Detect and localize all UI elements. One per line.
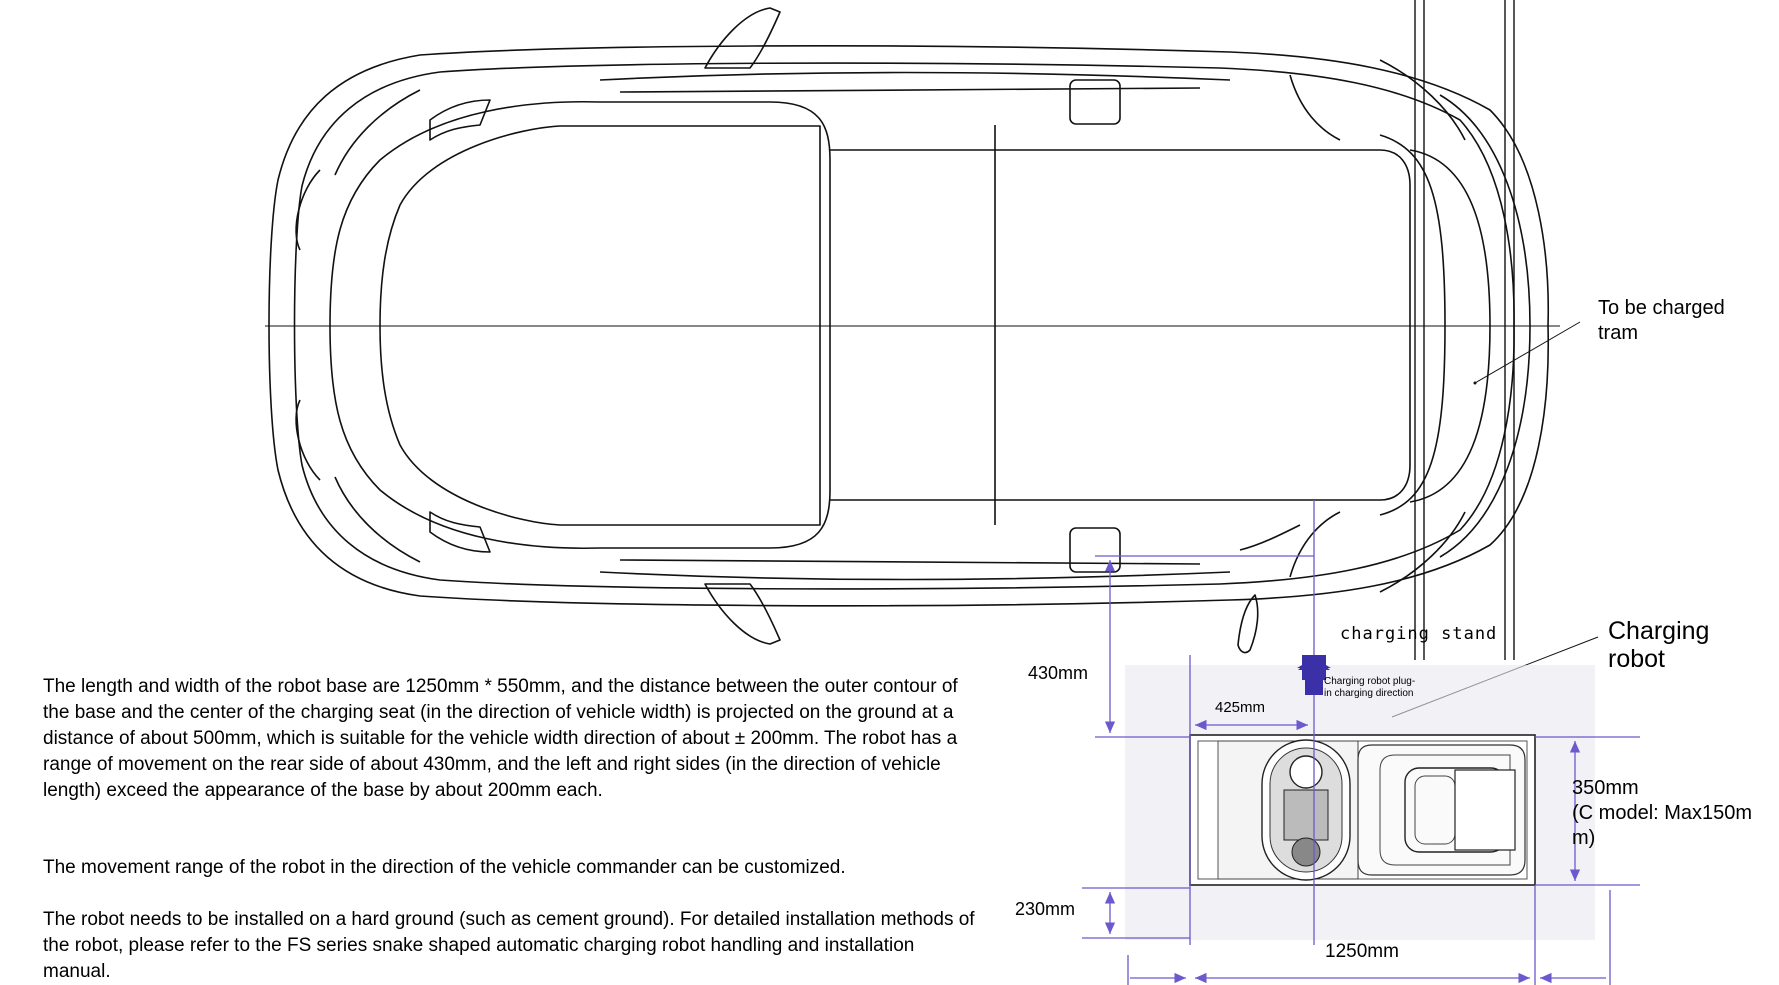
plugin-direction-label-line-1: Charging robot plug- — [1324, 676, 1416, 687]
charging-robot-label: Charging robot — [1608, 617, 1709, 673]
charging-stand-label: charging stand — [1340, 624, 1498, 644]
charging-stand — [1414, 0, 1515, 660]
tram-leader-line — [1474, 321, 1581, 384]
dimension-230: 230mm — [1015, 899, 1076, 919]
tram-label-line-2: tram — [1598, 322, 1638, 344]
tram-label-line-1: To be charged — [1598, 297, 1725, 319]
dimension-350: 350mm (C model: Max150m m) — [1572, 776, 1752, 851]
plugin-direction-label: Charging robot plug- in charging directi… — [1324, 676, 1415, 700]
plugin-direction-label-line-2: in charging direction — [1324, 688, 1414, 699]
dimension-1250: 1250mm — [1325, 941, 1399, 962]
dimension-350-line-2: (C model: Max150m — [1572, 802, 1753, 824]
dimension-430: 430mm — [1028, 663, 1089, 683]
dimension-425: 425mm — [1215, 699, 1266, 716]
paragraph-installation: The robot needs to be installed on a har… — [43, 909, 975, 982]
robot-base — [1125, 665, 1595, 940]
paragraph-robot-base: The length and width of the robot base a… — [43, 676, 958, 801]
tram-label: To be charged tram — [1598, 296, 1725, 346]
charging-robot-label-line-1: Charging — [1608, 617, 1710, 645]
dimension-350-line-1: 350mm — [1572, 777, 1639, 799]
paragraph-movement-range: The movement range of the robot in the d… — [43, 857, 846, 878]
dimension-350-line-3: m) — [1572, 827, 1596, 849]
dimension-lines — [1082, 500, 1640, 985]
car-outline — [268, 7, 1550, 654]
charging-robot-label-line-2: robot — [1608, 645, 1665, 673]
